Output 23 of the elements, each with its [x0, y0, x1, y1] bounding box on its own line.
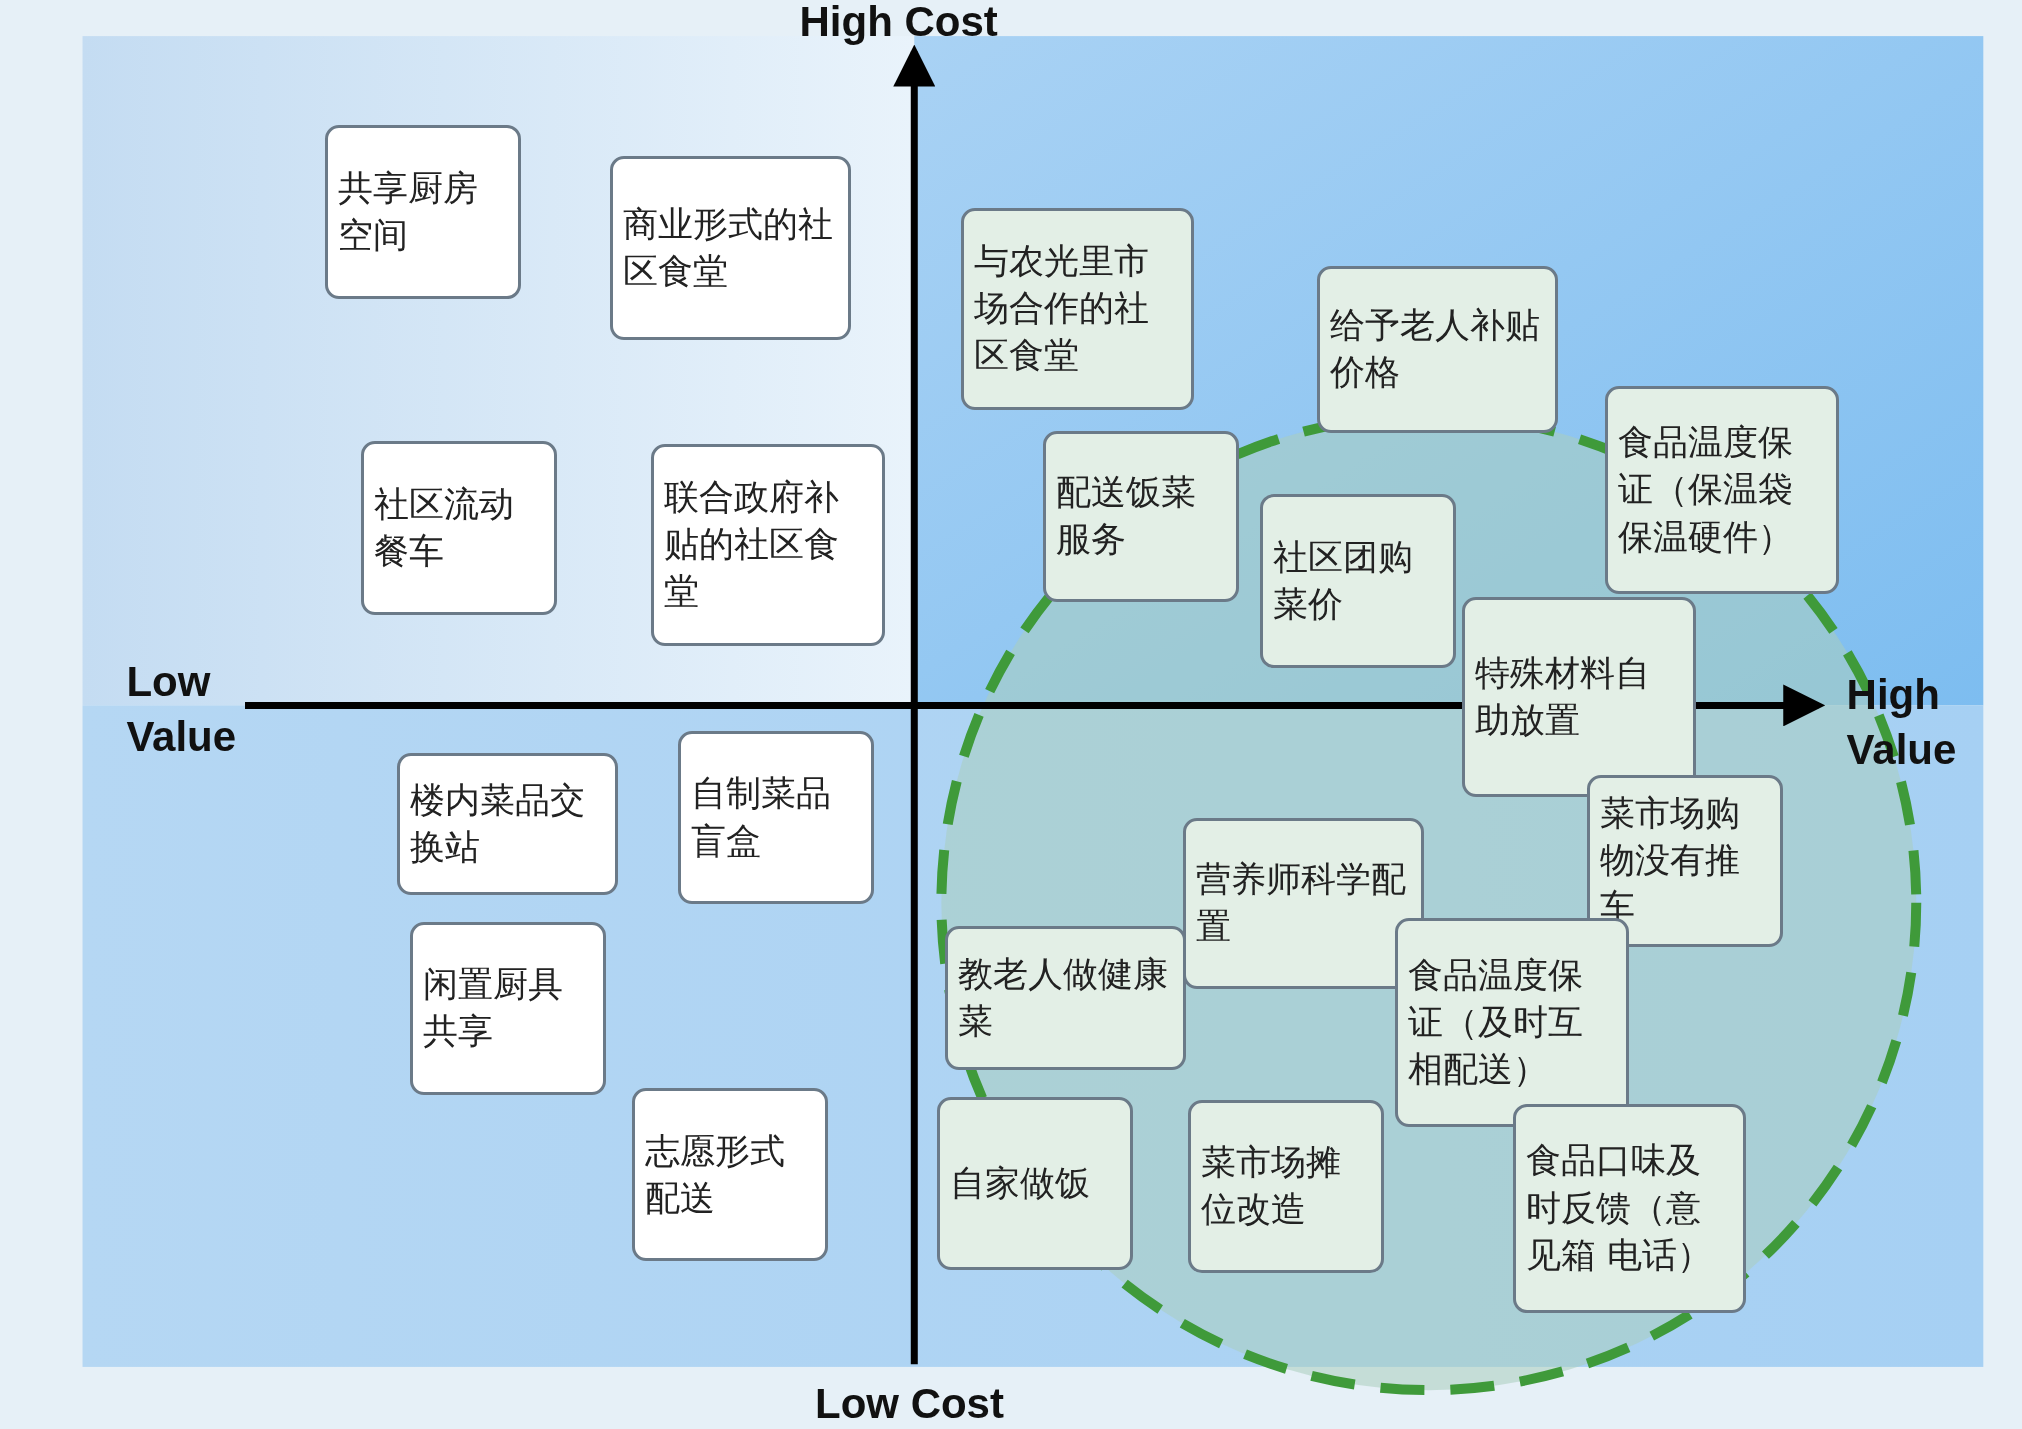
idea-card: 食品温度保证（及时互相配送）: [1395, 918, 1629, 1128]
idea-card: 食品温度保证（保温袋保温硬件）: [1605, 385, 1839, 595]
idea-card: 教老人做健康菜: [945, 925, 1187, 1071]
idea-card: 给予老人补贴价格: [1316, 265, 1558, 434]
axis-label: High Value: [1846, 669, 1958, 775]
idea-card: 自制菜品盲盒: [678, 731, 875, 904]
idea-card: 社区团购菜价: [1259, 493, 1456, 668]
axis-label: Low Cost: [815, 1379, 1004, 1429]
axis-label: Low Value: [126, 657, 238, 762]
idea-card: 菜市场购物没有推车: [1587, 775, 1784, 947]
idea-card: 商业形式的社区食堂: [609, 156, 852, 341]
idea-card: 自家做饭: [937, 1097, 1134, 1271]
idea-card: 食品口味及时反馈（意见箱 电话）: [1512, 1103, 1747, 1313]
idea-card: 志愿形式配送: [631, 1088, 828, 1262]
idea-card: 楼内菜品交换站: [397, 753, 618, 895]
idea-card: 社区流动餐车: [361, 441, 558, 616]
idea-card: 菜市场摊位改造: [1187, 1099, 1384, 1273]
idea-card: 联合政府补贴的社区食堂: [651, 443, 885, 647]
axis-label: High Cost: [799, 0, 998, 47]
idea-card: 配送饭菜服务: [1043, 430, 1240, 603]
idea-card: 与农光里市场合作的社区食堂: [960, 207, 1195, 411]
idea-card: 闲置厨具共享: [410, 922, 607, 1095]
idea-card: 共享厨房空间: [324, 125, 521, 300]
